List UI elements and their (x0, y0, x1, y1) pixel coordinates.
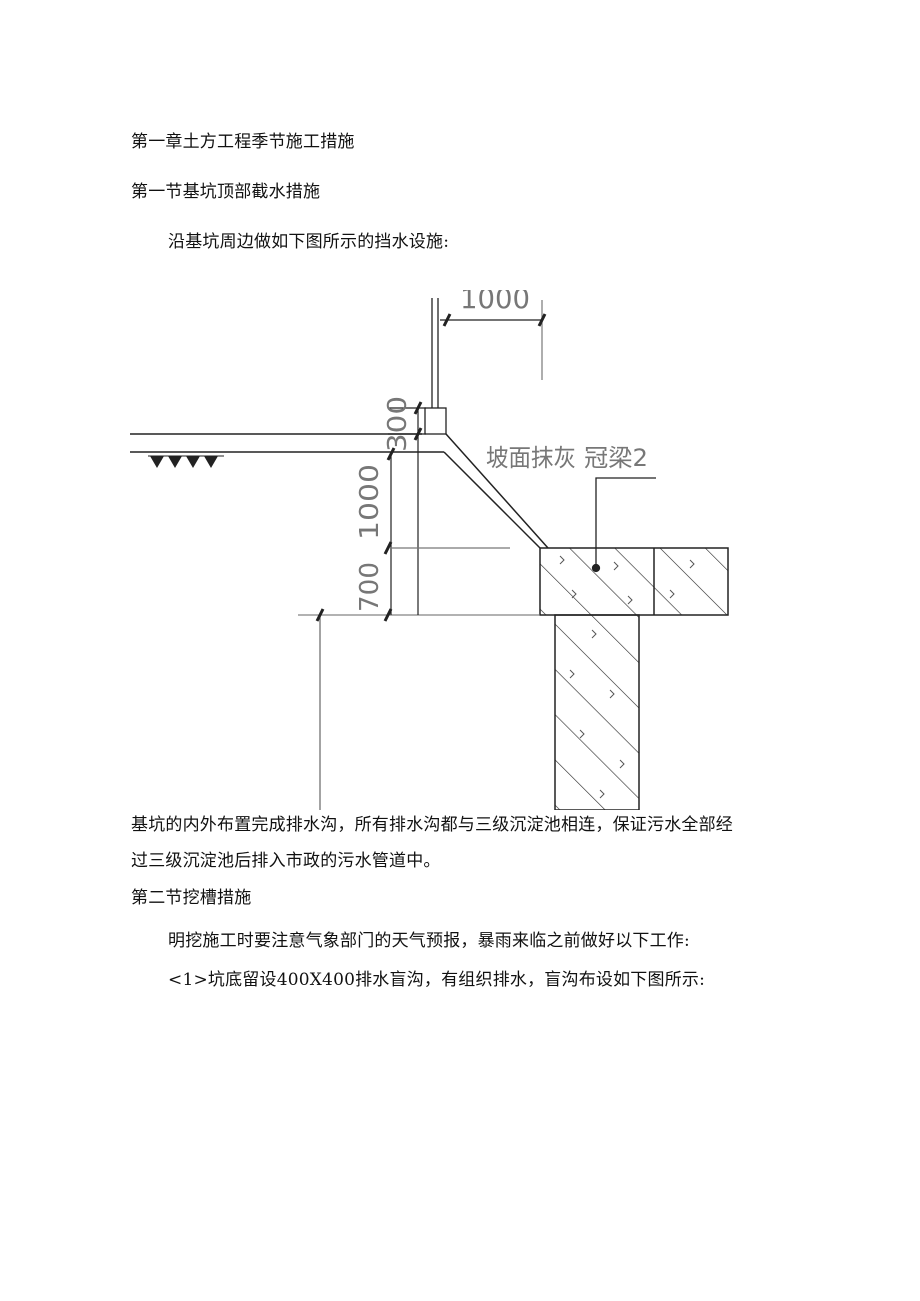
dim-lower-height-label: 700 (355, 562, 385, 612)
slope-plaster-label: 坡面抹灰 (486, 444, 576, 472)
earth-symbol (148, 455, 224, 468)
crown-beam (539, 547, 729, 616)
retaining-wall (424, 298, 447, 435)
concrete-symbols (559, 555, 695, 799)
paragraph-1: 沿基坑周边做如下图所示的挡水设施: (168, 232, 450, 252)
paragraph-2-line-2: 过三级沉淀池后排入市政的污水管道中。 (131, 851, 441, 871)
beam-leader (591, 477, 656, 573)
dim-top-width-label: 1000 (460, 290, 530, 315)
crown-beam-label: 冠梁2 (584, 444, 648, 472)
dim-top-width (440, 300, 547, 380)
chapter-heading: 第一章土方工程季节施工措施 (131, 132, 355, 152)
paragraph-2-line-1: 基坑的内外布置完成排水沟，所有排水沟都与三级沉淀池相连，保证污水全部经 (131, 815, 733, 835)
pile (554, 614, 640, 810)
slope (443, 433, 549, 549)
dim-vertical (315, 401, 510, 810)
dim-slope-height-label: 1000 (355, 464, 385, 540)
paragraph-3: 明挖施工时要注意气象部门的天气预报，暴雨来临之前做好以下工作: (168, 931, 690, 951)
dim-wall-height-label: 300 (383, 396, 413, 452)
paragraph-4: <1>坑底留设400X400排水盲沟，有组织排水，盲沟布设如下图所示: (168, 970, 706, 990)
section-2-heading: 第二节挖槽措施 (131, 888, 252, 908)
retaining-water-diagram: 1000 300 1000 700 坡面抹灰 冠梁2 (130, 290, 729, 810)
section-1-heading: 第一节基坑顶部截水措施 (131, 182, 321, 202)
